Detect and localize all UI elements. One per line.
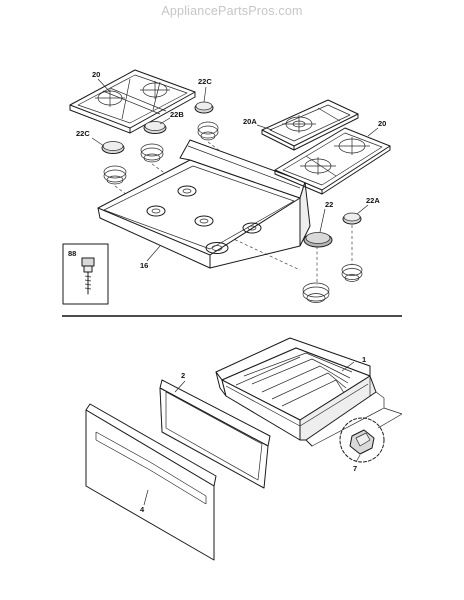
callout-22c-left: 22C — [76, 129, 90, 138]
burner-head-left — [103, 165, 127, 185]
drawer-clip-detail[interactable] — [339, 407, 403, 463]
burner-cap-22a[interactable] — [342, 212, 362, 225]
burner-cap-22c-top[interactable] — [194, 101, 214, 114]
callout-20a: 20A — [243, 117, 257, 126]
burner-head-22a — [341, 264, 363, 282]
callout-22b: 22B — [170, 110, 184, 119]
callout-20-left: 20 — [92, 70, 100, 79]
callout-16: 16 — [140, 261, 148, 270]
callout-22c-top: 22C — [198, 77, 212, 86]
part-88-box[interactable] — [62, 243, 109, 305]
callout-22a: 22A — [366, 196, 380, 205]
storage-drawer-body[interactable] — [215, 337, 385, 447]
drawer-front-panel[interactable] — [85, 403, 217, 561]
watermark: AppliancePartsPros.com — [161, 4, 303, 18]
burner-head-top — [197, 121, 219, 141]
drawer-liner-frame[interactable] — [159, 379, 271, 489]
callout-88: 88 — [68, 249, 76, 258]
main-cooktop[interactable] — [97, 139, 311, 269]
burner-cap-22c-left[interactable] — [101, 141, 125, 154]
burner-cap-22[interactable] — [303, 232, 333, 248]
callout-1: 1 — [362, 355, 366, 364]
right-burner-grate-20a[interactable] — [261, 99, 359, 151]
callout-7: 7 — [353, 464, 357, 473]
callout-2: 2 — [181, 371, 185, 380]
callout-4: 4 — [140, 505, 145, 514]
callout-22: 22 — [325, 200, 333, 209]
burner-cap-22b[interactable] — [143, 121, 167, 134]
left-burner-grate[interactable] — [69, 69, 196, 134]
burner-head-22b — [140, 143, 164, 163]
right-burner-grate-20[interactable] — [274, 127, 391, 195]
callout-20-right: 20 — [378, 119, 386, 128]
burner-head-22 — [302, 282, 330, 303]
